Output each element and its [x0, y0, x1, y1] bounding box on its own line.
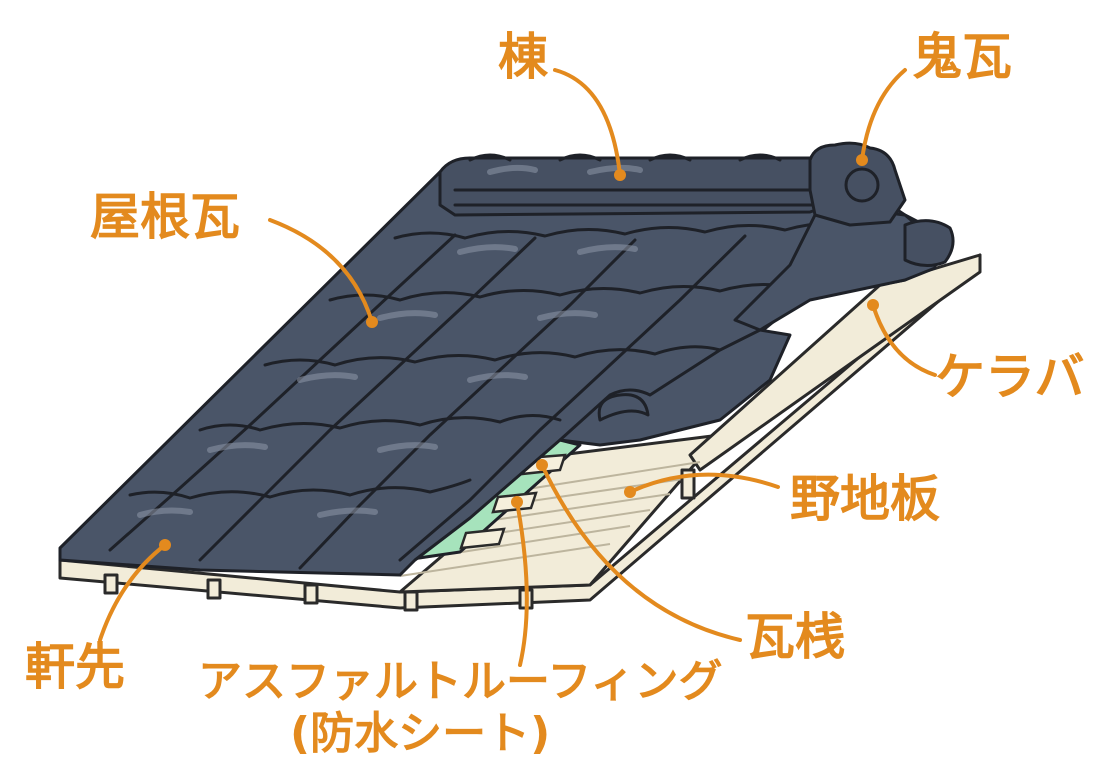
leader-lines — [98, 68, 937, 667]
label-sheathing-board: 野地板 — [790, 470, 940, 528]
roof-decking — [58, 253, 982, 612]
label-roof-tile: 屋根瓦 — [90, 188, 240, 246]
label-onigawara: 鬼瓦 — [912, 28, 1012, 86]
label-tile-batten: 瓦桟 — [745, 608, 845, 666]
label-keraba: ケラバ — [935, 348, 1085, 406]
label-eaves: 軒先 — [25, 638, 125, 696]
label-ridge: 棟 — [498, 28, 548, 86]
ridge — [438, 153, 847, 217]
cutaway-tiles — [558, 328, 792, 447]
tile-battens — [459, 453, 567, 550]
label-waterproof-sheet: (防水シート) — [290, 708, 551, 759]
onigawara — [808, 141, 955, 267]
label-asphalt-roofing: アスファルトルーフィング — [198, 656, 723, 707]
